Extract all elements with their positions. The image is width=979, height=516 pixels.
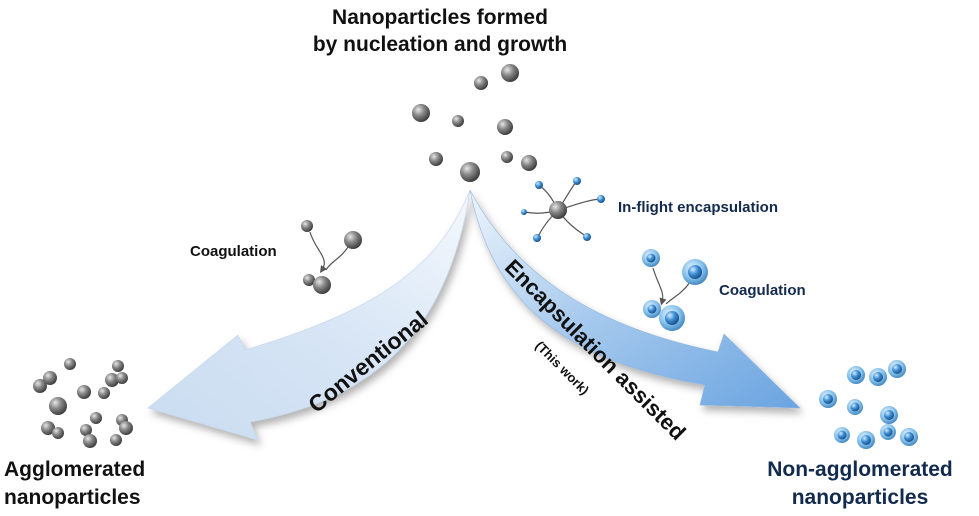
agglomerated-particles — [33, 358, 133, 448]
non-agglomerated-line-2: nanoparticles — [791, 486, 929, 509]
diagram-title: Nanoparticles formed by nucleation and g… — [300, 4, 580, 58]
inflight-encapsulation-label: In-flight encapsulation — [618, 199, 778, 216]
title-line-1: Nanoparticles formed — [332, 6, 548, 29]
non-agglomerated-line-1: Non-agglomerated — [767, 458, 953, 481]
coagulation-left-label: Coagulation — [190, 243, 277, 260]
coagulation-left-illustration — [301, 220, 362, 294]
inflight-encapsulation-illustration — [521, 177, 605, 242]
non-agglomerated-label: Non-agglomerated nanoparticles — [742, 456, 978, 512]
conventional-arrow — [147, 189, 471, 441]
agglomerated-line-1: Agglomerated — [4, 458, 146, 481]
coagulation-right-illustration — [642, 249, 708, 331]
agglomerated-line-2: nanoparticles — [4, 486, 141, 509]
encapsulation-arrow — [469, 189, 801, 409]
title-line-2: by nucleation and growth — [312, 33, 568, 56]
non-agglomerated-particles — [819, 360, 918, 449]
coagulation-right-label: Coagulation — [719, 282, 806, 299]
nucleation-particles — [412, 64, 537, 182]
agglomerated-label: Agglomerated nanoparticles — [4, 456, 145, 512]
